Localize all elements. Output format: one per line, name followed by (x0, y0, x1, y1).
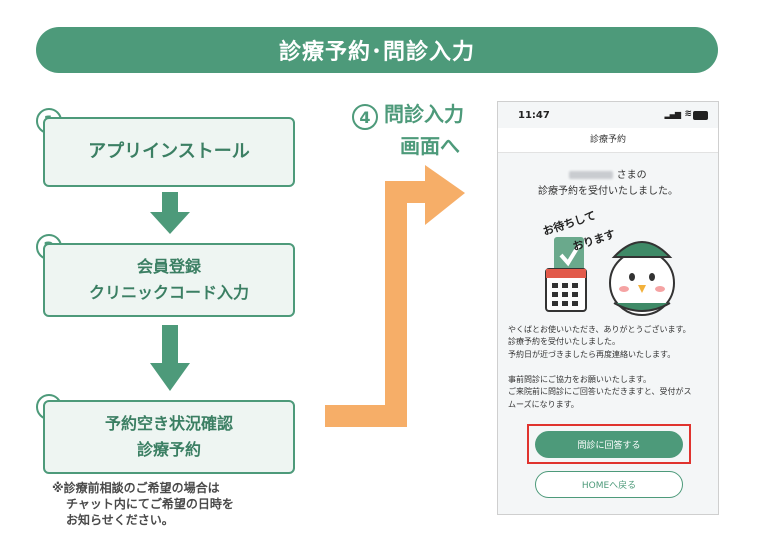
blurred-name (569, 171, 614, 179)
signal-icon: ▂▄▆ (664, 110, 682, 119)
highlight-frame (527, 424, 691, 464)
thank-you-message: やくばとお使いいただき、ありがとうございます。 診療予約を受付いたしました。 予… (508, 325, 691, 359)
step-2-box: 会員登録 クリニックコード入力 (43, 243, 295, 317)
clock: 11:47 (518, 110, 550, 121)
consultation-note: ※診療前相談のご希望の場合は チャット内にてご希望の日時を お知らせください。 (52, 481, 234, 528)
step-3-box: 予約空き状況確認 診療予約 (43, 400, 295, 474)
step-2-line-1: 会員登録 (136, 257, 201, 277)
greeting: さまの (498, 168, 718, 184)
confirmation-text: 診療予約を受付いたしました。 (538, 186, 678, 197)
step-3-line-2: 診療予約 (136, 440, 201, 459)
step-1-label: アプリインストール (88, 140, 250, 162)
answer-questionnaire-button[interactable]: 問診に回答する (535, 431, 683, 458)
home-button[interactable]: HOMEへ戻る (535, 471, 683, 498)
step-1-box: アプリインストール (43, 117, 295, 187)
battery-icon (693, 111, 708, 120)
questionnaire-request: 事前問診にご協力をお願いいたします。 ご来院前に問診にご回答いただきますと、受付… (508, 375, 692, 409)
waiting-mascot-illustration (545, 237, 675, 316)
step-4-label: 問診入力 (384, 102, 464, 126)
down-arrow-icon (150, 325, 190, 391)
step-2-line-2: クリニックコード入力 (88, 283, 249, 302)
step-3-line-1: 予約空き状況確認 (104, 414, 233, 434)
step-4-label-2: 画面へ (400, 134, 460, 158)
orange-arrow-icon (325, 165, 465, 427)
phone-screen: 11:47 ▂▄▆ ≋ 診療予約 さまの 診療予約を受付いたしました。 お待ちし… (497, 101, 719, 515)
screen-header: 診療予約 (498, 128, 718, 153)
step-4-number: 4 (352, 104, 378, 130)
status-bar: 11:47 ▂▄▆ ≋ (498, 102, 718, 128)
down-arrow-icon (150, 192, 190, 234)
page-title-banner: 診療予約･問診入力 (36, 27, 718, 73)
wifi-icon: ≋ (684, 109, 692, 119)
page-title: 診療予約･問診入力 (278, 40, 475, 65)
